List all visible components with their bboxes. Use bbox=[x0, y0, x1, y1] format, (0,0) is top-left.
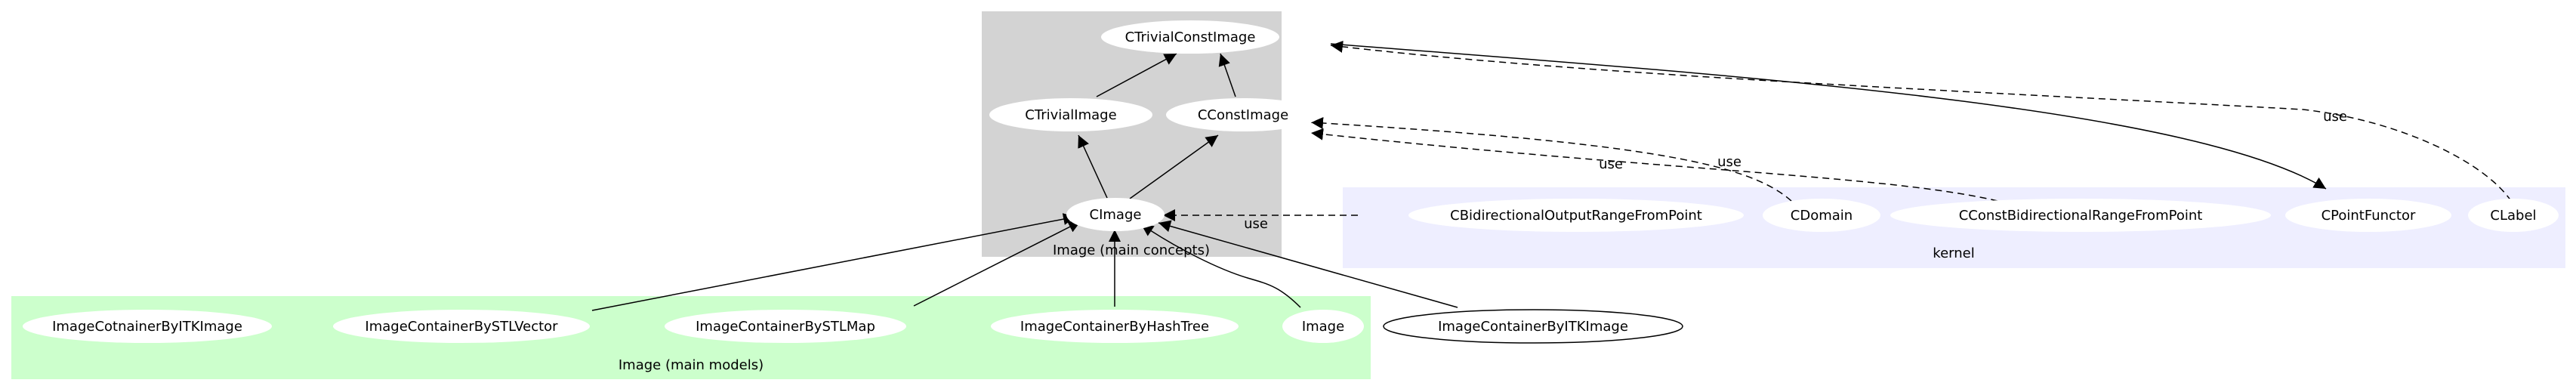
edge-label-use-constrange: use bbox=[1717, 154, 1741, 170]
node-imagecontainerbystlvector: ImageContainerBySTLVector bbox=[333, 310, 590, 343]
edge-stlmap-to-cimage bbox=[913, 221, 1081, 307]
edge-label-use-clabel: use bbox=[2323, 109, 2347, 125]
node-label: CDomain bbox=[1791, 208, 1853, 224]
node-label: ImageContainerByITKImage bbox=[1438, 319, 1628, 335]
node-imagecontainerbyitkimage: ImageContainerByITKImage bbox=[1383, 309, 1683, 344]
node-cpointfunctor: CPointFunctor bbox=[2285, 199, 2451, 232]
node-label: ImageContainerBySTLVector bbox=[365, 319, 558, 335]
node-label: ImageCotnainerByITKImage bbox=[52, 319, 242, 335]
cluster-main-concepts-label: Image (main concepts) bbox=[1053, 242, 1210, 258]
node-cdomain: CDomain bbox=[1763, 199, 1880, 232]
edge-itkimage-to-cimage bbox=[1158, 220, 1458, 308]
edge-constimage-to-trivialconstimage bbox=[1218, 53, 1236, 97]
node-image: Image bbox=[1282, 310, 1364, 343]
edge-image-to-cimage bbox=[1140, 224, 1301, 308]
node-label: CTrivialConstImage bbox=[1125, 29, 1256, 45]
node-label: CLabel bbox=[2490, 208, 2536, 224]
node-cimage: CImage bbox=[1066, 198, 1165, 231]
node-cconstbidirectionalrangefrompoint: CConstBidirectionalRangeFromPoint bbox=[1890, 199, 2271, 232]
node-label: CConstBidirectionalRangeFromPoint bbox=[1959, 208, 2203, 224]
edge-use-clabel-to-trivialconstimage bbox=[1330, 40, 2512, 202]
edge-stlvector-to-cimage bbox=[591, 213, 1076, 311]
edge-trivialconstimage-to-pointfunctor bbox=[1330, 43, 2327, 190]
node-ctrivialimage: CTrivialImage bbox=[989, 98, 1152, 131]
edge-use-cdomain-to-constimage bbox=[1310, 116, 1792, 202]
node-label: CPointFunctor bbox=[2321, 208, 2416, 224]
node-imagecontainerbyhashtree: ImageContainerByHashTree bbox=[991, 310, 1239, 343]
cluster-main-models-label: Image (main models) bbox=[619, 357, 764, 373]
node-label: CConstImage bbox=[1198, 107, 1288, 123]
node-label: CImage bbox=[1090, 207, 1142, 223]
node-cconstimage: CConstImage bbox=[1166, 98, 1320, 131]
node-label: Image bbox=[1302, 319, 1344, 335]
edge-label-use-cimage: use bbox=[1244, 216, 1268, 232]
edge-label-use-cdomain: use bbox=[1599, 156, 1623, 172]
node-imagecotnainerbyitkimage: ImageCotnainerByITKImage bbox=[23, 310, 272, 343]
edge-cimage-to-constimage bbox=[1129, 134, 1219, 199]
node-label: ImageContainerByHashTree bbox=[1020, 319, 1209, 335]
node-label: CBidirectionalOutputRangeFromPoint bbox=[1450, 208, 1702, 224]
node-clabel: CLabel bbox=[2468, 199, 2559, 232]
node-ctrivialconstimage: CTrivialConstImage bbox=[1101, 20, 1279, 54]
edge-trivialimage-to-trivialconstimage bbox=[1096, 53, 1177, 97]
node-cbidirectionaloutputrangefrompoint: CBidirectionalOutputRangeFromPoint bbox=[1408, 199, 1744, 232]
cluster-kernel-label: kernel bbox=[1933, 245, 1974, 261]
edge-use-constrange-to-constimage bbox=[1310, 128, 1998, 202]
node-imagecontainerbystlmap: ImageContainerBySTLMap bbox=[665, 310, 906, 343]
node-label: CTrivialImage bbox=[1025, 107, 1116, 123]
edge-cimage-to-trivialimage bbox=[1078, 134, 1108, 199]
node-label: ImageContainerBySTLMap bbox=[696, 319, 875, 335]
